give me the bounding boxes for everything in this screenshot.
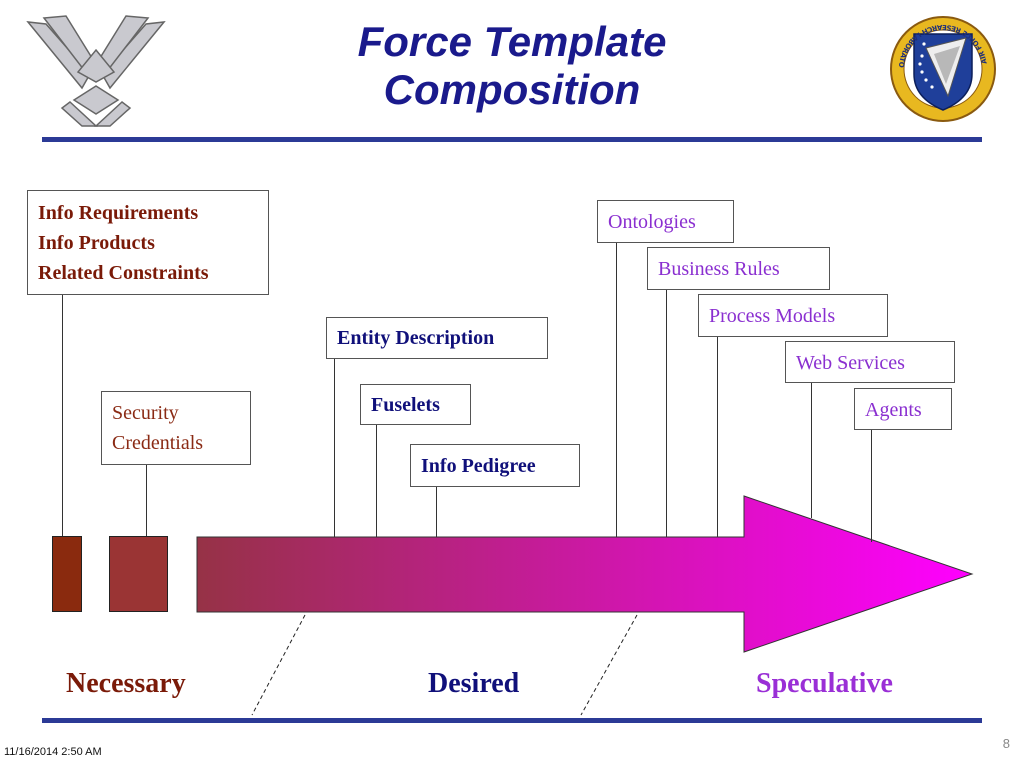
entity-description-box: Entity Description — [326, 317, 548, 359]
necessary-block-2 — [109, 536, 168, 612]
security-box: Security Credentials — [101, 391, 251, 465]
footer-divider — [42, 718, 982, 723]
related-constraints-label: Related Constraints — [38, 262, 209, 284]
connector-security — [146, 464, 147, 536]
slide-date: 11/16/2014 2:50 AM — [4, 746, 102, 758]
agents-label: Agents — [865, 399, 922, 421]
web-services-label: Web Services — [796, 352, 905, 374]
connector-ontologies — [616, 242, 617, 537]
page-title: Force Template Composition — [250, 18, 774, 114]
separator-desired-speculative — [580, 614, 638, 716]
process-models-box: Process Models — [698, 294, 888, 337]
business-rules-label: Business Rules — [658, 258, 780, 280]
fuselets-label: Fuselets — [371, 394, 440, 416]
info-products-label: Info Products — [38, 232, 155, 254]
agents-box: Agents — [854, 388, 952, 430]
ontologies-label: Ontologies — [608, 211, 696, 233]
speculative-label: Speculative — [756, 668, 893, 699]
info-box: Info Requirements Info Products Related … — [27, 190, 269, 295]
fuselets-box: Fuselets — [360, 384, 471, 425]
necessary-label: Necessary — [66, 668, 186, 699]
desired-label: Desired — [428, 668, 520, 699]
connector-entity — [334, 358, 335, 537]
connector-info — [62, 294, 63, 536]
header-divider — [42, 137, 982, 142]
arrow-body — [196, 495, 974, 653]
connector-pedigree — [436, 486, 437, 537]
credentials-label: Credentials — [112, 432, 204, 454]
info-requirements-label: Info Requirements — [38, 202, 199, 224]
business-rules-box: Business Rules — [647, 247, 830, 290]
info-pedigree-box: Info Pedigree — [410, 444, 580, 487]
connector-fuselets — [376, 424, 377, 537]
info-pedigree-label: Info Pedigree — [421, 455, 536, 477]
security-label: Security — [112, 402, 179, 424]
connector-business — [666, 289, 667, 537]
connector-web — [811, 382, 812, 518]
title-line-1: Force Template — [357, 18, 667, 65]
connector-agents — [871, 429, 872, 542]
web-services-box: Web Services — [785, 341, 955, 383]
ontologies-box: Ontologies — [597, 200, 734, 243]
afrl-shield-icon: AIR FORCE RESEARCH LABORATORY — [884, 8, 998, 124]
process-models-label: Process Models — [709, 305, 836, 327]
necessary-block-1 — [52, 536, 82, 612]
entity-description-label: Entity Description — [337, 327, 495, 349]
title-line-2: Composition — [383, 66, 641, 113]
connector-process — [717, 336, 718, 537]
separator-necessary-desired — [251, 614, 306, 716]
page-number: 8 — [1002, 736, 1010, 751]
air-force-wings-icon — [22, 10, 170, 130]
